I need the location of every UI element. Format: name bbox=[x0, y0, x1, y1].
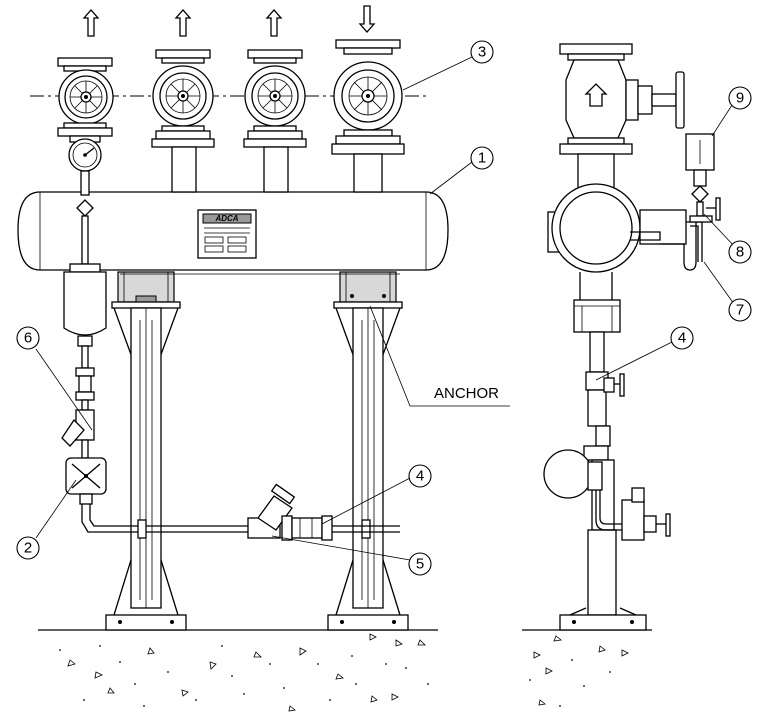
check-valve-4 bbox=[281, 515, 333, 541]
strainer-6 bbox=[61, 409, 95, 459]
strainer-5 bbox=[247, 483, 296, 539]
steam-trap-2 bbox=[65, 457, 107, 505]
outlet-nozzle-2 bbox=[151, 49, 215, 193]
side-gauge-siphon bbox=[660, 133, 721, 271]
callout-6: 6 bbox=[16, 326, 40, 350]
outlet-nozzle-1 bbox=[57, 57, 114, 137]
callout-4-side: 4 bbox=[670, 326, 694, 350]
flow-arrows bbox=[82, 5, 376, 37]
callout-2: 2 bbox=[16, 536, 40, 560]
callout-5: 5 bbox=[408, 552, 432, 576]
side-support-column bbox=[559, 272, 647, 631]
anchor-label: ANCHOR bbox=[434, 385, 499, 402]
side-check-valve-4 bbox=[603, 373, 625, 397]
callout-1-number: 1 bbox=[478, 150, 486, 167]
support-stand-right bbox=[327, 271, 409, 631]
callout-4-front-number: 4 bbox=[416, 468, 424, 485]
callout-7-number: 7 bbox=[736, 302, 744, 319]
callout-2-number: 2 bbox=[24, 540, 32, 557]
drain-pocket bbox=[63, 263, 107, 369]
nameplate: ADCA bbox=[197, 209, 257, 259]
callout-leaders bbox=[35, 56, 735, 561]
callout-4-side-number: 4 bbox=[678, 330, 686, 347]
callout-9-number: 9 bbox=[736, 90, 744, 107]
callout-3-number: 3 bbox=[478, 44, 486, 61]
inlet-nozzle bbox=[331, 39, 405, 193]
callout-4-front: 4 bbox=[408, 464, 432, 488]
ground-side bbox=[522, 629, 652, 707]
callout-7: 7 bbox=[728, 298, 752, 322]
side-header-section bbox=[547, 183, 703, 273]
condensate-return-pipe bbox=[81, 504, 400, 539]
callout-9: 9 bbox=[728, 86, 752, 110]
callout-1: 1 bbox=[470, 146, 494, 170]
side-condensate-outlet bbox=[621, 487, 671, 541]
ground-front bbox=[38, 629, 438, 712]
callout-3: 3 bbox=[470, 40, 494, 64]
callout-5-number: 5 bbox=[416, 556, 424, 573]
outlet-nozzle-3 bbox=[243, 49, 307, 193]
drain-valve-line bbox=[75, 367, 95, 411]
nameplate-brand: ADCA bbox=[214, 214, 238, 223]
side-steam-trap bbox=[543, 449, 622, 531]
callout-8: 8 bbox=[728, 240, 752, 264]
side-inlet-valve bbox=[559, 43, 685, 191]
callout-6-number: 6 bbox=[24, 330, 32, 347]
support-stand-left bbox=[105, 271, 187, 631]
callout-8-number: 8 bbox=[736, 244, 744, 261]
